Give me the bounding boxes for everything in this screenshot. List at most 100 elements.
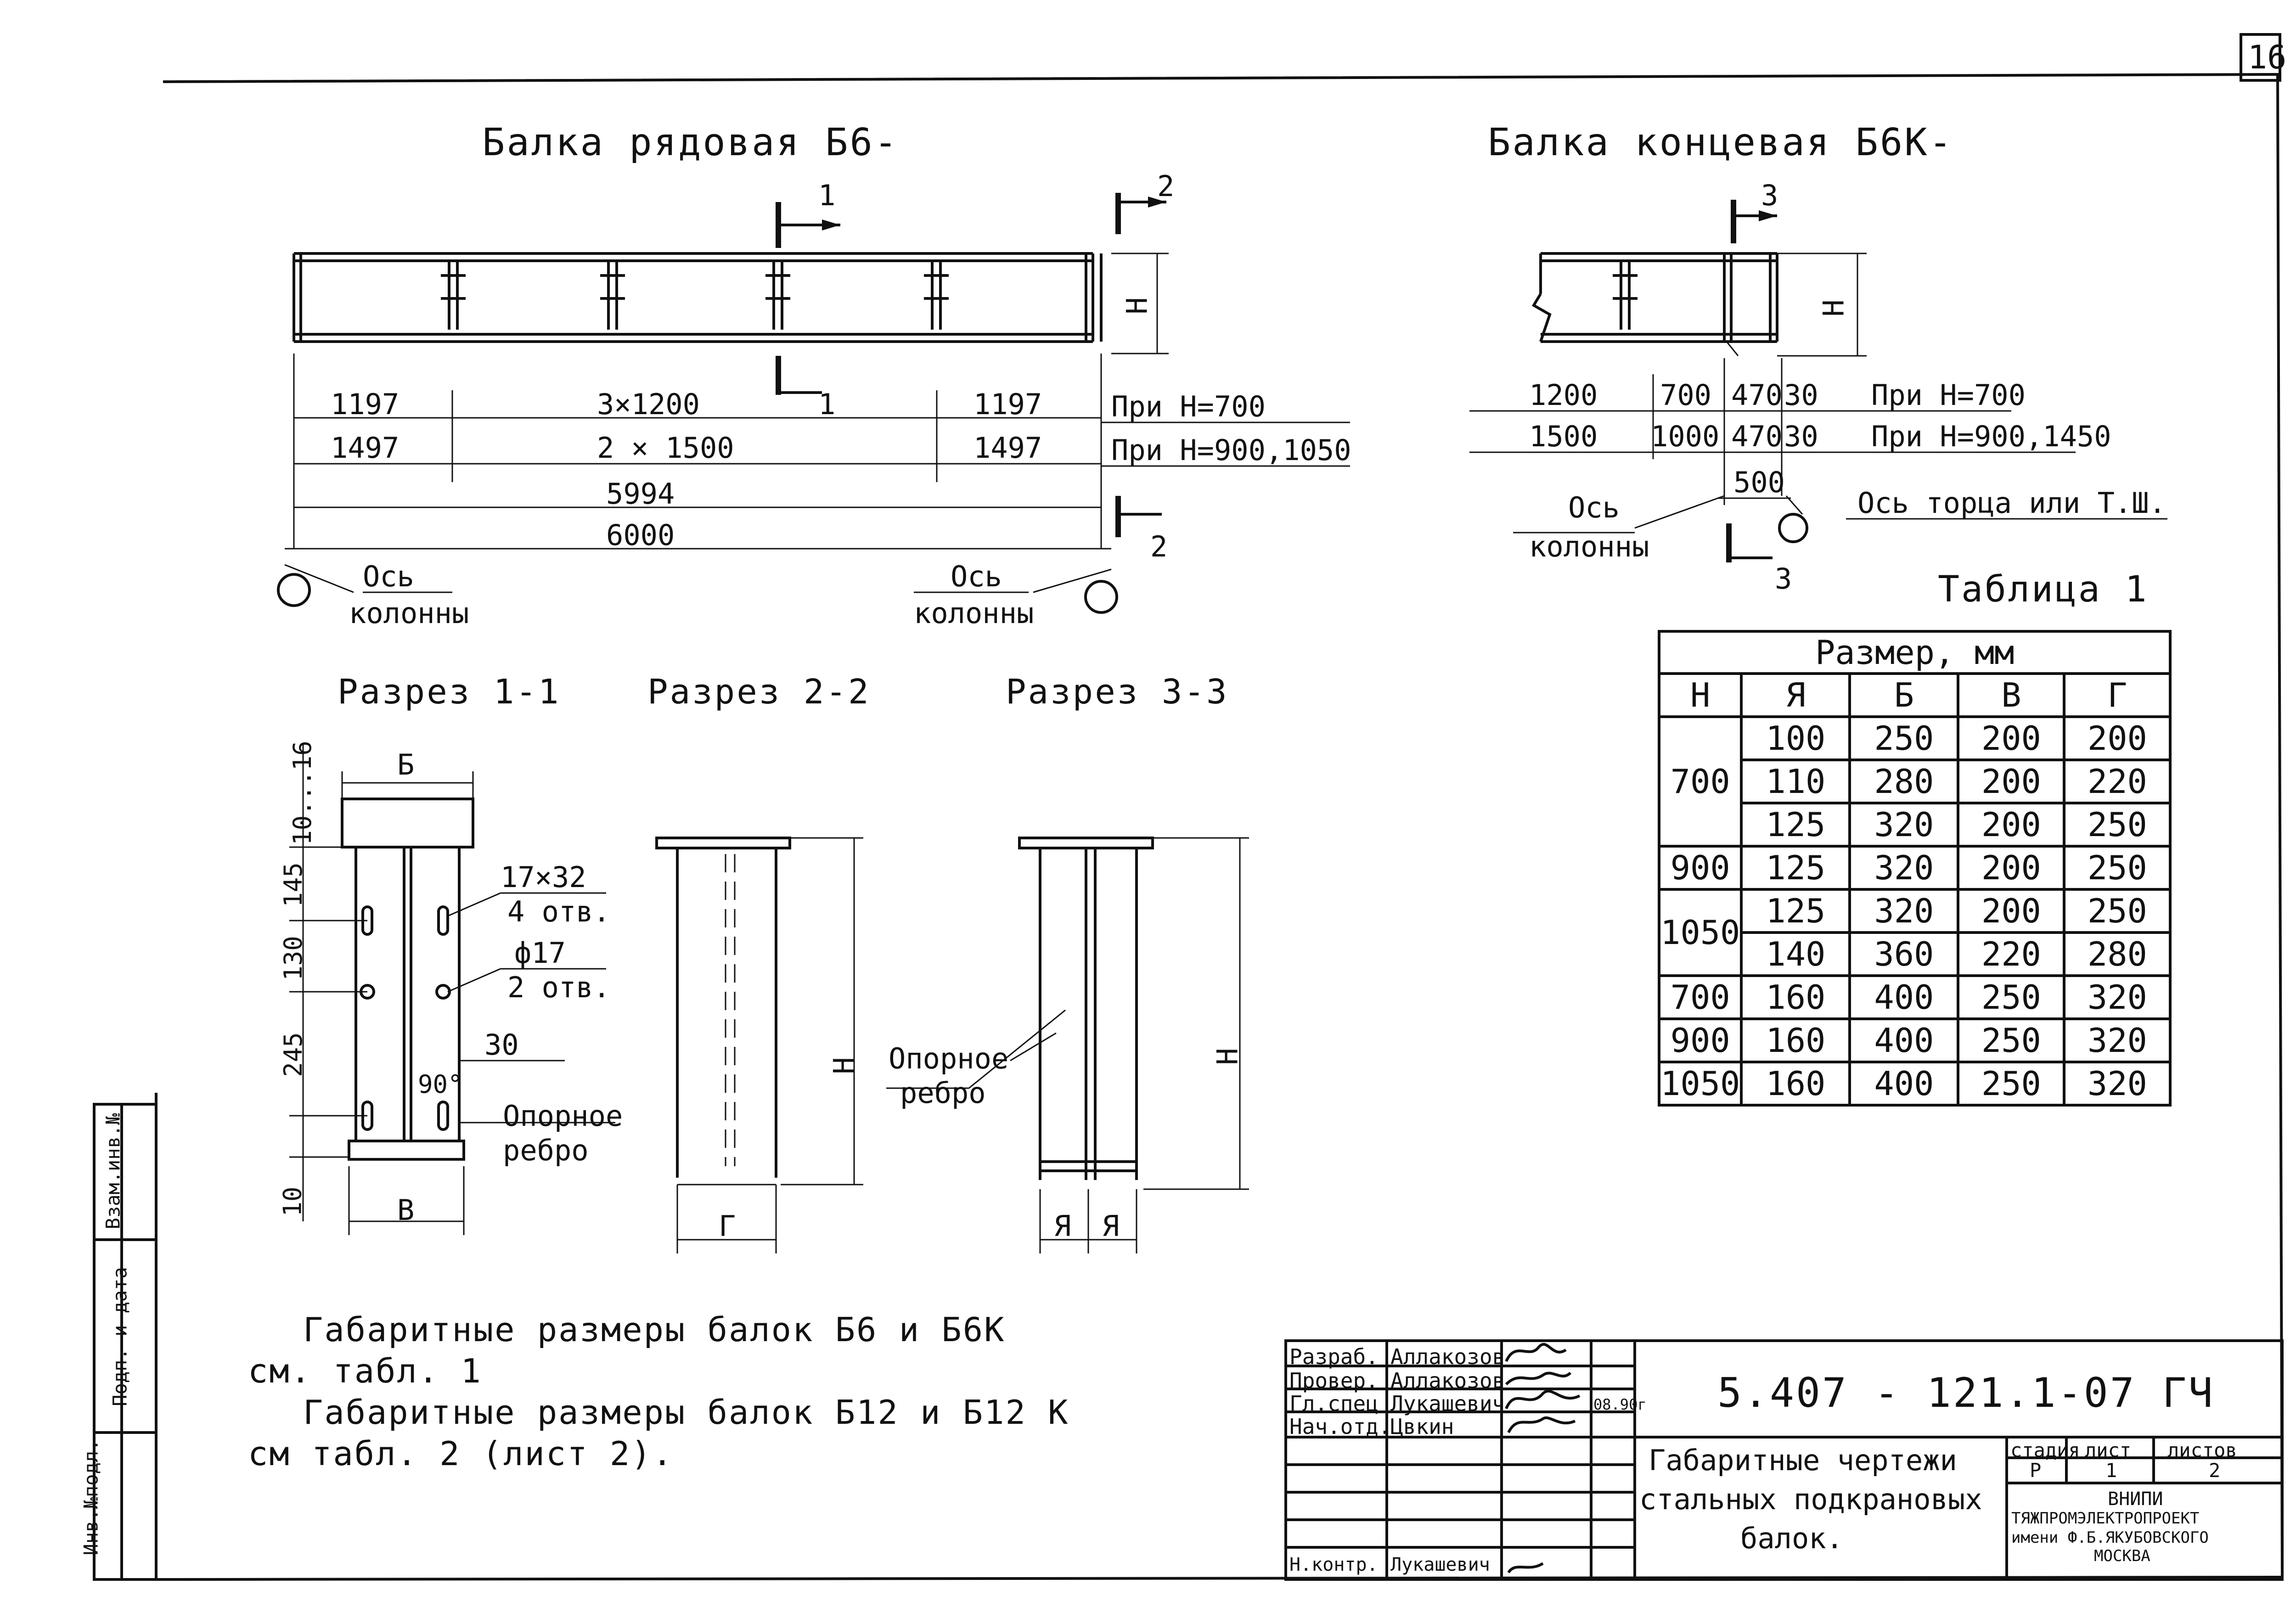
table-cell: 220 <box>1957 931 2066 977</box>
s11-hole1-size: 17×32 <box>501 860 586 894</box>
note-line-3: Габаритные размеры балок Б12 и Б12 К <box>303 1393 1069 1432</box>
table-cell: 320 <box>2063 1017 2172 1063</box>
table-cell: 220 <box>2063 759 2172 804</box>
s22-h-label: H <box>827 1057 861 1074</box>
table-row: 110 280 200 220 <box>1659 759 2172 804</box>
beam-row-total: 6000 <box>606 518 675 552</box>
beam-row-title: Балка рядовая Б6- <box>482 121 899 164</box>
section-1-1 <box>289 744 615 1235</box>
stamp-role-4: Нач.отд. <box>1289 1414 1391 1439</box>
beam-end-dim-500: 500 <box>1733 466 1785 499</box>
s33-h-label: H <box>1210 1048 1244 1065</box>
s11-rib-2: ребро <box>503 1134 589 1167</box>
table-cell: 900 <box>1657 1017 1743 1063</box>
beam-row-dim-h700-mid: 3×1200 <box>597 388 700 421</box>
section-3-3-title: Разрез 3-3 <box>1006 672 1229 712</box>
s33-bottom-left: Я <box>1054 1209 1071 1243</box>
table-cell: 900 <box>1657 845 1743 891</box>
s22-bottom-label: Г <box>719 1209 736 1243</box>
table-cell: 400 <box>1848 1017 1960 1063</box>
stamp-role-5: Н.контр. <box>1289 1554 1378 1575</box>
beam-end-dim-h700-2: 700 <box>1660 378 1711 412</box>
beam-end-dim-h700-1: 1200 <box>1529 378 1598 412</box>
stamp-name-5: Лукашевич <box>1390 1554 1490 1575</box>
table-row: 125 320 200 250 <box>1659 802 2172 848</box>
org-2: ТЯЖПРОМЭЛЕКТРОПРОЕКТ <box>2011 1509 2200 1528</box>
beam-end-axis-end: Ось торца или Т.Ш. <box>1857 486 2166 520</box>
stamp-role-3: Гл.спец <box>1289 1391 1379 1416</box>
table-cell: 200 <box>1957 715 2066 761</box>
section-mark-2-bottom: 2 <box>1150 530 1168 563</box>
table1-caption: Размер, мм <box>1657 630 2172 675</box>
stamp-role-1: Разраб. <box>1289 1344 1379 1369</box>
beam-row-h-label: H <box>1120 297 1154 315</box>
table-cell: 100 <box>1740 715 1851 761</box>
beam-row-dim-h900-mid: 2 × 1500 <box>597 431 734 465</box>
side-strip-replace: Взам.инв.№ <box>101 1113 124 1230</box>
stamp-code: 5.407 - 121.1-07 ГЧ <box>1717 1369 2215 1416</box>
table-cell: 125 <box>1740 888 1851 934</box>
table1-header-v: B <box>1957 672 2066 718</box>
beam-end-title: Балка концевая Б6К- <box>1488 121 1953 164</box>
table-cell: 110 <box>1740 759 1851 804</box>
beam-row-elevation <box>277 193 1350 614</box>
table-row: 700 160 400 250 320 <box>1657 974 2172 1020</box>
table-row: 1050 125 320 200 250 <box>1657 888 2172 977</box>
beam-row-dim-h900-right: 1497 <box>974 431 1042 465</box>
beam-end-h-label: H <box>1817 299 1851 317</box>
stage-value: Р <box>2030 1459 2042 1482</box>
table-row: 900 160 400 250 320 <box>1657 1017 2172 1063</box>
stage-header: стадия <box>2010 1439 2080 1461</box>
org-3: имени Ф.Б.ЯКУБОВСКОГО <box>2011 1528 2209 1547</box>
table-cell: 320 <box>1848 802 1960 848</box>
org-4: МОСКВА <box>2094 1547 2150 1565</box>
beam-end-dim-h900-2: 1000 <box>1651 420 1720 453</box>
beam-row-dim-h700-right: 1197 <box>974 388 1042 421</box>
s22-rib-2: ребро <box>900 1076 986 1110</box>
table-cell: 400 <box>1848 974 1960 1020</box>
table-cell: 160 <box>1740 1061 1851 1107</box>
table-row: 900 125 320 200 250 <box>1657 845 2172 891</box>
beam-end-label-h900: При H=900,1450 <box>1871 420 2111 453</box>
s11-vdim-5: 10 <box>278 1186 307 1217</box>
sheet-number-box <box>2240 33 2281 82</box>
table-cell: 125 <box>1740 845 1851 891</box>
s33-bottom-right: Я <box>1102 1209 1120 1243</box>
s11-vdim-3: 130 <box>278 936 308 981</box>
org-1: ВНИПИ <box>2108 1489 2163 1510</box>
beam-end-axis-1: Ось <box>1568 491 1620 524</box>
section-mark-2-top: 2 <box>1157 169 1175 203</box>
section-mark-3-bottom: 3 <box>1775 562 1792 596</box>
table-cell: 700 <box>1657 715 1743 848</box>
section-2-2-title: Разрез 2-2 <box>647 672 871 712</box>
s11-hole2-size: ф17 <box>514 936 566 970</box>
table-cell: 250 <box>1957 1017 2066 1063</box>
table-cell: 250 <box>1848 715 1960 761</box>
section-1-1-bottom-label: B <box>397 1193 415 1227</box>
beam-end-dim-h700-4: 30 <box>1784 378 1818 412</box>
beam-row-label-h700: При H=700 <box>1111 390 1266 423</box>
note-line-2: см. табл. 1 <box>248 1352 482 1390</box>
side-strip-inv: Инв.№подл. <box>79 1439 102 1556</box>
axis-left-2: колонны <box>349 596 469 630</box>
sheet-number: 16 <box>2248 39 2287 76</box>
table-cell: 160 <box>1740 1017 1851 1063</box>
table-cell: 200 <box>2063 715 2172 761</box>
sheets-header: листов <box>2167 1439 2237 1461</box>
s11-hole2-count: 2 отв. <box>507 971 610 1004</box>
section-mark-1-bottom: 1 <box>818 388 836 421</box>
axis-right-2: колонны <box>914 596 1034 630</box>
beam-end-label-h700: При H=700 <box>1871 378 2026 412</box>
s11-angle-90: 90° <box>418 1070 463 1099</box>
table-row: 1050 160 400 250 320 <box>1657 1061 2172 1107</box>
s22-rib-1: Опорное <box>889 1042 1009 1075</box>
table-cell: 250 <box>1957 974 2066 1020</box>
table1-header-b: Б <box>1848 672 1960 718</box>
stamp-desc-1: Габаритные чертежи <box>1649 1444 1957 1477</box>
stamp-role-2: Провер. <box>1289 1368 1379 1393</box>
section-1-1-title: Разрез 1-1 <box>338 672 561 712</box>
table1: Размер, мм H Я Б B Г 700 100 250 200 200… <box>1657 630 2172 1107</box>
beam-row-dim-h900-left: 1497 <box>331 431 400 465</box>
axis-right-1: Ось <box>951 560 1002 593</box>
table-cell: 200 <box>1957 759 2066 804</box>
